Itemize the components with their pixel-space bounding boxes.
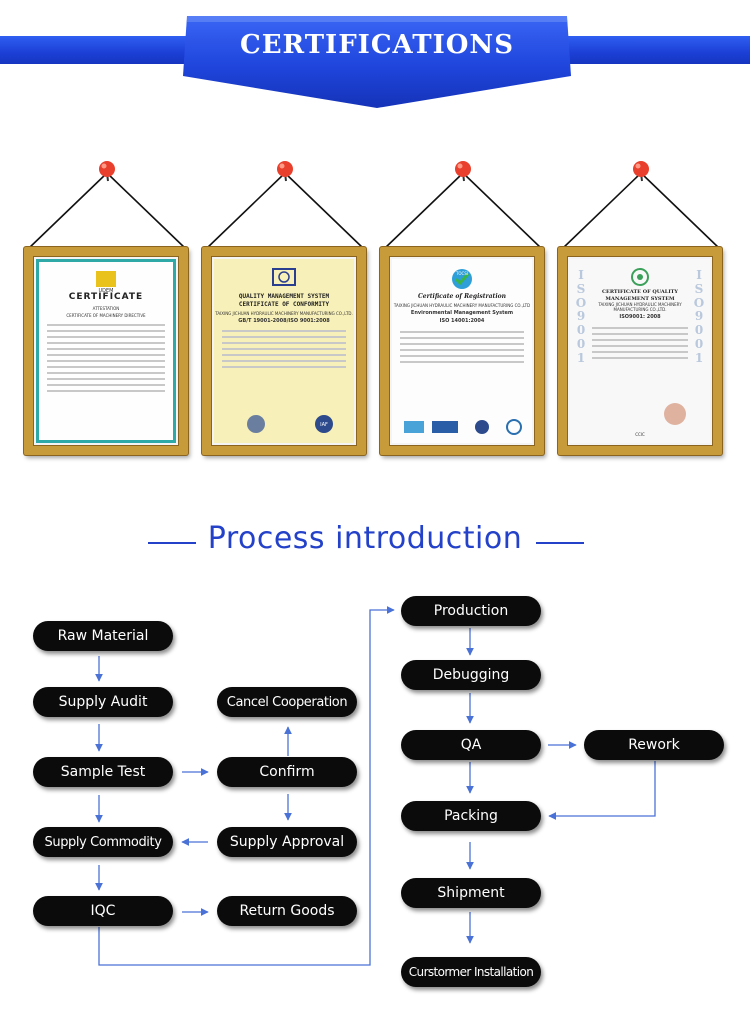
certificate-heading: Certificate of Registration xyxy=(418,293,506,300)
process-title: Process introduction xyxy=(207,521,523,556)
seal-icon xyxy=(664,403,686,425)
cqc-logo-icon xyxy=(272,268,296,286)
certificate-heading: CERTIFICATE OF QUALITY MANAGEMENT SYSTEM xyxy=(602,289,678,302)
certificate-footer: CCIC xyxy=(635,431,645,437)
certificate-standard: GB/T 19001-2008/ISO 9001:2008 xyxy=(238,317,330,324)
iaf-logo-icon: IAF xyxy=(247,415,333,433)
certificate-frame-1[interactable]: UDEM CERTIFICATE ATTESTATION CERTIFICATE… xyxy=(24,155,190,460)
accreditation-logos-icon xyxy=(404,419,522,435)
certificate-line: Environmental Management System xyxy=(410,309,514,316)
step-cancel-cooperation[interactable]: Cancel Cooperation xyxy=(217,687,357,717)
banner-title: CERTIFICATIONS xyxy=(240,30,514,60)
title-line-left xyxy=(148,542,196,544)
certificate-frame-3[interactable]: TOCSI Certificate of Registration TAIXIN… xyxy=(380,155,546,460)
step-debugging[interactable]: Debugging xyxy=(401,660,541,690)
banner-ribbon xyxy=(183,16,571,108)
step-confirm[interactable]: Confirm xyxy=(217,757,357,787)
banner-bar-left xyxy=(0,36,190,64)
hanging-string xyxy=(383,161,543,250)
certificate-subheading: TAIXING JICHUAN HYDRAULIC MACHINERY MANU… xyxy=(598,302,682,313)
certificate-subheading: TAIXING JICHUAN HYDRAULIC MACHINERY MANU… xyxy=(393,302,531,308)
step-supply-commodity[interactable]: Supply Commodity xyxy=(33,827,173,857)
step-supply-audit[interactable]: Supply Audit xyxy=(33,687,173,717)
certificate-standard: ISO9001: 2008 xyxy=(619,314,661,321)
step-supply-approval[interactable]: Supply Approval xyxy=(217,827,357,857)
udem-logo-icon: UDEM xyxy=(96,271,116,294)
certificate-frame-2[interactable]: QUALITY MANAGEMENT SYSTEM CERTIFICATE OF… xyxy=(202,155,368,460)
step-shipment[interactable]: Shipment xyxy=(401,878,541,908)
tocsi-logo-icon: TOCSI xyxy=(452,269,472,289)
certificate-side-text-right: ISO9001 xyxy=(693,268,705,365)
svg-text:UDEM: UDEM xyxy=(99,288,114,294)
step-customer-installation[interactable]: Curstormer Installation xyxy=(401,957,541,987)
step-raw-material[interactable]: Raw Material xyxy=(33,621,173,651)
certificate-line: TAIXING JICHUAN HYDRAULIC MACHINERY MANU… xyxy=(215,310,353,316)
certificate-heading: CERTIFICATE xyxy=(68,292,144,302)
step-packing[interactable]: Packing xyxy=(401,801,541,831)
hanging-string xyxy=(205,161,365,250)
step-production[interactable]: Production xyxy=(401,596,541,626)
certificate-subheading: ATTESTATION xyxy=(92,305,120,311)
step-qa[interactable]: QA xyxy=(401,730,541,760)
step-rework[interactable]: Rework xyxy=(584,730,724,760)
certificate-subheading: CERTIFICATE OF CONFORMITY xyxy=(238,300,330,308)
certificate-frame-4[interactable]: ISO9001 ISO9001 CERTIFICATE OF QUALITY M… xyxy=(558,155,724,460)
svg-text:TOCSI: TOCSI xyxy=(455,271,468,276)
ccic-logo-icon xyxy=(631,268,649,286)
banner-bar-right xyxy=(562,36,750,64)
certificate-heading: QUALITY MANAGEMENT SYSTEM xyxy=(238,293,330,300)
certificate-standard: ISO 14001:2004 xyxy=(439,318,485,325)
step-return-goods[interactable]: Return Goods xyxy=(217,896,357,926)
step-iqc[interactable]: IQC xyxy=(33,896,173,926)
title-line-right xyxy=(536,542,584,544)
svg-text:IAF: IAF xyxy=(320,422,328,428)
step-sample-test[interactable]: Sample Test xyxy=(33,757,173,787)
certificate-line: CERTIFICATE OF MACHINERY DIRECTIVE xyxy=(66,312,146,318)
hanging-string xyxy=(27,161,187,250)
certificate-side-text-left: ISO9001 xyxy=(575,268,587,365)
hanging-string xyxy=(561,161,721,250)
